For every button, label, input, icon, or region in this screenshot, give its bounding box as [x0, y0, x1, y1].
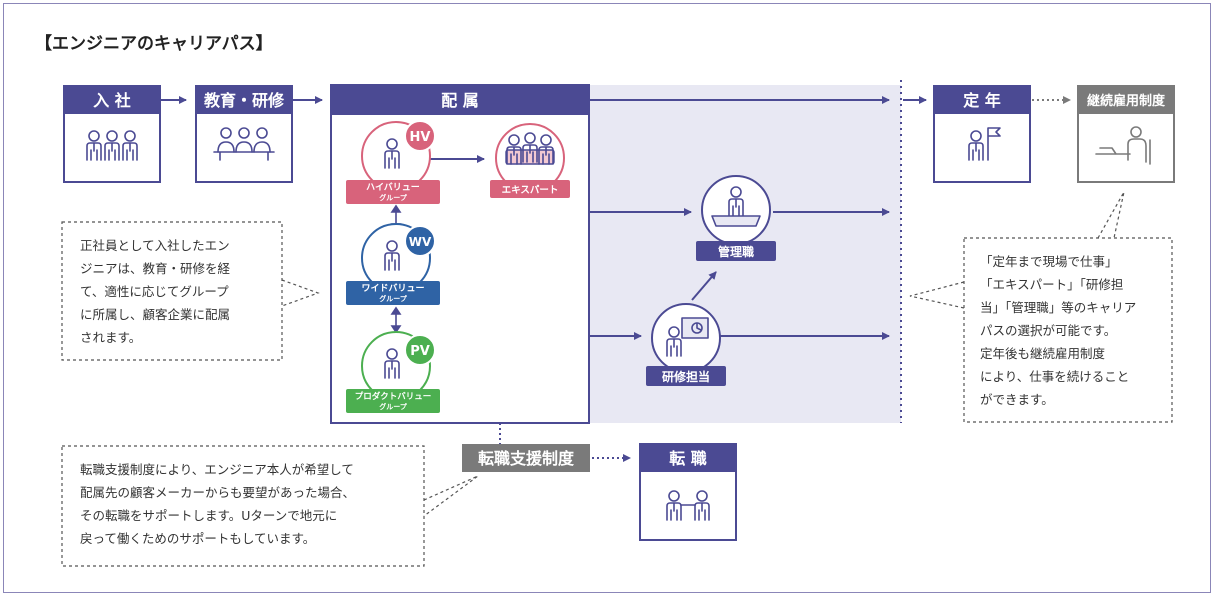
person-flag-icon — [968, 127, 1001, 161]
note-bottom: 転職支援制度により、エンジニア本人が希望して 配属先の顧客メーカーからも要望があ… — [61, 445, 479, 567]
group-pv: PV プロダクトバリュー グループ — [346, 331, 440, 413]
stage-retirement-label: 定 年 — [962, 91, 1001, 110]
group-hv: HV ハイバリュー グループ — [346, 120, 440, 204]
wv-badge-text: WV — [409, 235, 432, 249]
wv-label-line2: グループ — [379, 294, 408, 303]
page-title: 【エンジニアのキャリアパス】 — [35, 33, 273, 54]
classroom-icon — [213, 127, 275, 161]
stage-assignment-label: 配 属 — [441, 91, 479, 110]
stage-join: 入 社 — [63, 85, 161, 183]
wv-label-line1: ワイドバリュー — [361, 283, 424, 294]
manager-desk-icon — [711, 186, 761, 227]
stage-reemployment: 継続雇用制度 — [1077, 85, 1175, 183]
note-bottom-text: 転職支援制度により、エンジニア本人が希望して 配属先の顧客メーカーからも要望があ… — [80, 462, 359, 546]
pv-label-line2: グループ — [379, 402, 408, 411]
stage-join-label: 入 社 — [93, 91, 131, 110]
role-expert: エキスパート — [490, 123, 570, 198]
trainer-presentation-icon — [666, 317, 709, 357]
note-right-text: 「定年まで現場で仕事」 「エキスパート」「研修担 当」「管理職」等のキャリア パ… — [980, 254, 1140, 407]
handshake-icon — [666, 490, 710, 521]
stage-career-change-label: 転 職 — [669, 449, 707, 468]
arrow-trainer-manager — [691, 271, 717, 301]
stage-training: 教育・研修 — [195, 85, 293, 183]
stage-training-label: 教育・研修 — [204, 91, 285, 110]
pv-badge — [404, 334, 436, 366]
manager-label: 管理職 — [718, 244, 754, 259]
career-support-label: 転職支援制度 — [478, 449, 575, 468]
hv-badge — [404, 120, 436, 152]
group-wv: WV ワイドバリュー グループ — [346, 223, 440, 305]
stage-retirement: 定 年 — [933, 85, 1031, 183]
hv-label-line2: グループ — [379, 193, 408, 202]
pv-badge-text: PV — [410, 344, 430, 359]
expert-label: エキスパート — [502, 184, 559, 196]
pv-label-line1: プロダクトバリュー — [355, 391, 432, 402]
note-left-text: 正社員として入社したエン ジニアは、教育・研修を経 て、適性に応じてグループ に… — [80, 238, 234, 345]
stage-career-change: 転 職 — [639, 443, 737, 541]
stage-reemployment-label: 継続雇用制度 — [1087, 93, 1166, 109]
role-trainer: 研修担当 — [646, 303, 726, 386]
trainer-label: 研修担当 — [662, 369, 710, 384]
wv-badge — [404, 225, 436, 257]
note-right: 「定年まで現場で仕事」 「エキスパート」「研修担 当」「管理職」等のキャリア パ… — [909, 191, 1173, 423]
role-manager: 管理職 — [696, 175, 776, 261]
desk-worker-icon — [1095, 126, 1151, 165]
hv-label-line1: ハイバリュー — [366, 182, 420, 193]
career-support-badge: 転職支援制度 — [462, 444, 590, 472]
note-left: 正社員として入社したエン ジニアは、教育・研修を経 て、適性に応じてグループ に… — [61, 221, 320, 361]
hv-badge-text: HV — [410, 130, 431, 145]
wv-pv-connector — [390, 306, 402, 334]
